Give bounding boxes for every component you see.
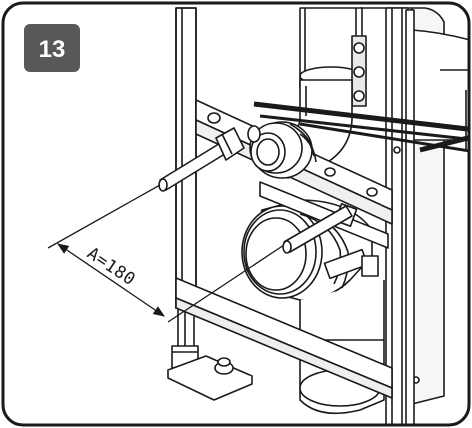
bolt-lower <box>282 205 353 254</box>
bottom-rail <box>175 277 393 399</box>
step-number: 13 <box>39 36 66 63</box>
floor-foot <box>167 355 253 401</box>
elbow-socket <box>249 121 317 179</box>
extension-line-lower <box>167 244 285 323</box>
extension-line-upper <box>47 184 161 249</box>
bolt-upper <box>158 125 261 192</box>
cistern-block <box>359 7 469 405</box>
dimension-line <box>57 243 165 317</box>
step-badge: 13 <box>24 24 80 72</box>
dimension-a <box>47 184 285 323</box>
